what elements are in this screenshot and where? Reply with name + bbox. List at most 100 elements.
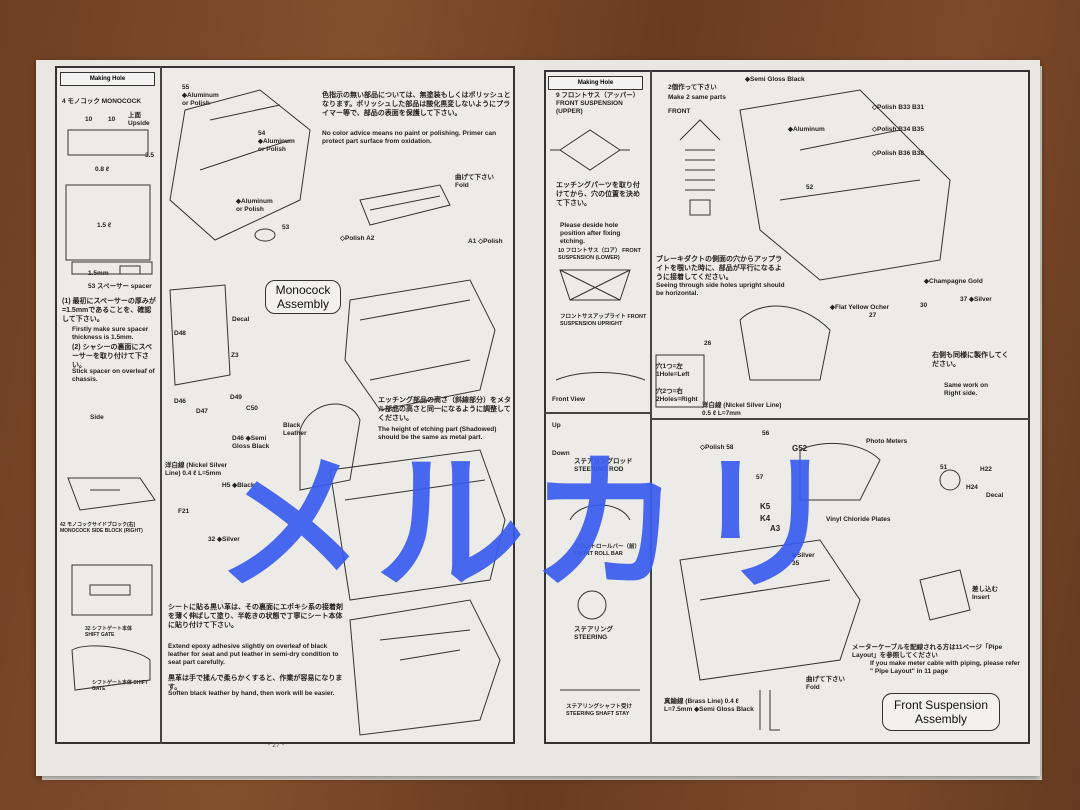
side-block-drawing — [67, 477, 156, 511]
part-52: 52 — [806, 184, 814, 191]
step4-label: 4 モノコック MONOCOCK — [62, 98, 142, 105]
part-b34: ◇Polish B34 B35 — [872, 126, 924, 133]
part-a2: ◇Polish A2 — [340, 235, 375, 242]
monocock-body-drawing — [169, 89, 311, 241]
make2-jp: 2個作って下さい — [668, 84, 717, 91]
part-d46b: D46 ◆Semi Gloss Black — [232, 435, 270, 451]
etch-jp: エッチングパーツを取り付けてから、穴の位置を決めて下さい。 — [556, 182, 640, 207]
part-56: 56 — [762, 430, 770, 437]
soft-note-en: Soften black leather by hand, then work … — [168, 690, 335, 697]
part-c50: C50 — [246, 405, 258, 412]
chassis-side-drawing — [329, 449, 506, 601]
shift-gate-drawing — [71, 564, 153, 616]
right-row-divider — [650, 418, 1030, 420]
spacer-note2-jp: (2) シャシーの裏面にスペーサーを取り付けて下さい。 — [72, 344, 153, 369]
soft-note-jp: 黒革は手で揉んで柔らかくすると、作業が容易になります。 — [168, 675, 343, 691]
monocock-tub-drawing — [344, 279, 496, 411]
steering-wheel-drawing — [577, 590, 607, 620]
part-h24: H24 — [966, 484, 978, 491]
up-label: Up — [552, 422, 561, 429]
part-leather: Black Leather — [283, 422, 307, 438]
spacer-note2-en: Stick spacer on overleaf of chassis. — [72, 368, 155, 384]
upper-suspension-drawing — [550, 129, 630, 171]
mercari-watermark: メルカリ — [215, 438, 851, 612]
upside-label: 上面 Upside — [128, 112, 150, 128]
part-30: 30 — [920, 302, 928, 309]
spacer-note-en: Firstly make sure spacer thickness is 1.… — [72, 326, 149, 342]
chassis-front-drawing — [739, 89, 951, 281]
brake-en: Seeing through side holes upright should… — [656, 282, 785, 298]
dim-4: 0.8 ℓ — [95, 166, 110, 173]
part-vinyl: Vinyl Chloride Plates — [826, 516, 891, 523]
part-aluminum: ◆Aluminum — [788, 126, 825, 133]
left-column-divider — [160, 66, 162, 744]
part-photo-meters: Photo Meters — [866, 438, 908, 445]
etch-en: Please deside hole position after fixing… — [560, 222, 621, 246]
insert-label: 差し込む Insert — [972, 586, 998, 602]
fold-label: 曲げて下さい Fold — [455, 174, 494, 190]
spacer-label: 53 スペーサー spacer — [88, 283, 152, 290]
spacer-drawing — [65, 184, 151, 261]
part-d46: D46 — [174, 398, 186, 405]
meter-panel-drawing — [799, 442, 881, 501]
roll-bar-label: フロントロールバー（前） FRONT ROLL BAR — [574, 544, 641, 557]
dim-1: 10 — [85, 116, 93, 123]
hole-detail-box — [655, 354, 705, 408]
dim-5: 1.5 ℓ — [97, 222, 112, 229]
page-number: - 27 - — [268, 742, 285, 749]
part-53-drawing — [254, 228, 276, 242]
wire-label: 洋白線 (Nickel Silver Line) 0.4 ℓ L=5mm — [165, 462, 228, 478]
front-suspension-assembly-label: Front Suspension Assembly — [882, 693, 1000, 731]
part-champagne: ◆Champagne Gold — [924, 278, 983, 285]
part-d48: D48 — [174, 330, 186, 337]
part-b33: ◇Polish B33 B31 — [872, 104, 924, 111]
right-page — [544, 70, 1030, 744]
shift-gate2-drawing — [71, 645, 151, 691]
fold-bracket-drawing — [759, 690, 780, 731]
part-g52: G52 — [792, 444, 808, 453]
shaft-stay-label: ステアリングシャフト受け STEERING SHAFT STAY — [566, 704, 633, 717]
color-note-jp: 色指示の無い部品については、無塗装もしくはポリッシュとなります。ポリッシュした部… — [322, 92, 511, 117]
part-h5: H5 ◆Black — [222, 482, 255, 489]
part-55: 55 ◆Aluminum or Polish — [182, 84, 219, 108]
steering-rod-label: ステアリングロッド STEERING ROD — [574, 458, 633, 474]
part-h22: H22 — [980, 466, 992, 473]
right-left-row-divider — [544, 412, 650, 414]
part-27: 27 — [869, 312, 877, 319]
seat-drawing — [299, 403, 361, 491]
insert-drawing — [919, 569, 971, 621]
part-26: 26 — [704, 340, 712, 347]
upright-label: フロントサスアップライト FRONT SUSPENSION UPRIGHT — [560, 314, 647, 327]
part-58: ◇Polish 58 — [700, 444, 734, 451]
monocock-assembly-label: Monocock Assembly — [265, 280, 341, 314]
etch-note-en: The height of etching part (Shadowed) sh… — [378, 426, 497, 442]
make2-en: Make 2 same parts — [668, 94, 726, 101]
right-wire: 洋白線 (Nickel Silver Line) 0.5 ℓ L=7mm — [702, 402, 782, 418]
right-fold-label: 曲げて下さい Fold — [806, 676, 845, 692]
down-label: Down — [552, 450, 570, 457]
spacer-note-jp: (1) 最初にスペーサーの厚みが=1.5mmであることを、確認して下さい。 — [62, 298, 156, 323]
brake-jp: ブレーキダクトの側面の穴からアップライトを覗いた時に、部品が平行になるように接着… — [656, 256, 782, 281]
upright-drawing — [739, 305, 831, 381]
spring-drawing — [679, 119, 721, 216]
part-54: 54 ◆Aluminum or Polish — [258, 130, 295, 154]
hole-left: 穴1つ=左 1Hole=Left — [656, 363, 690, 379]
right-header: Making Hole — [548, 76, 643, 90]
part-a1: A1 ◇Polish — [468, 238, 503, 245]
steering-label: ステアリング STEERING — [574, 626, 613, 642]
part-35: ◆Silver 35 — [792, 552, 815, 568]
part-yellow-ocher: ◆Flat Yellow Ocher — [830, 304, 890, 311]
part-b36: ◇Polish B36 B38 — [872, 150, 924, 157]
right-side-jp: 右側も同様に製作してください。 — [932, 352, 1009, 368]
front-label: FRONT — [668, 108, 691, 115]
roll-bar-drawing — [569, 504, 631, 521]
part-semi-gloss: ◆Semi Gloss Black — [745, 76, 805, 83]
meter-en: If you make meter cable with piping, ple… — [870, 660, 1020, 676]
part-37: 37 ◆Silver — [960, 296, 992, 303]
part-k4: K4 — [760, 514, 771, 523]
part-32-silver: 32 ◆Silver — [208, 536, 240, 543]
side-block-label: 42 モノコックサイドブロック(右) MONOCOCK SIDE BLOCK (… — [60, 522, 143, 535]
seat-note-en: Extend epoxy adhesive slightly on overle… — [168, 643, 339, 667]
monocock-part-drawing — [67, 129, 149, 156]
